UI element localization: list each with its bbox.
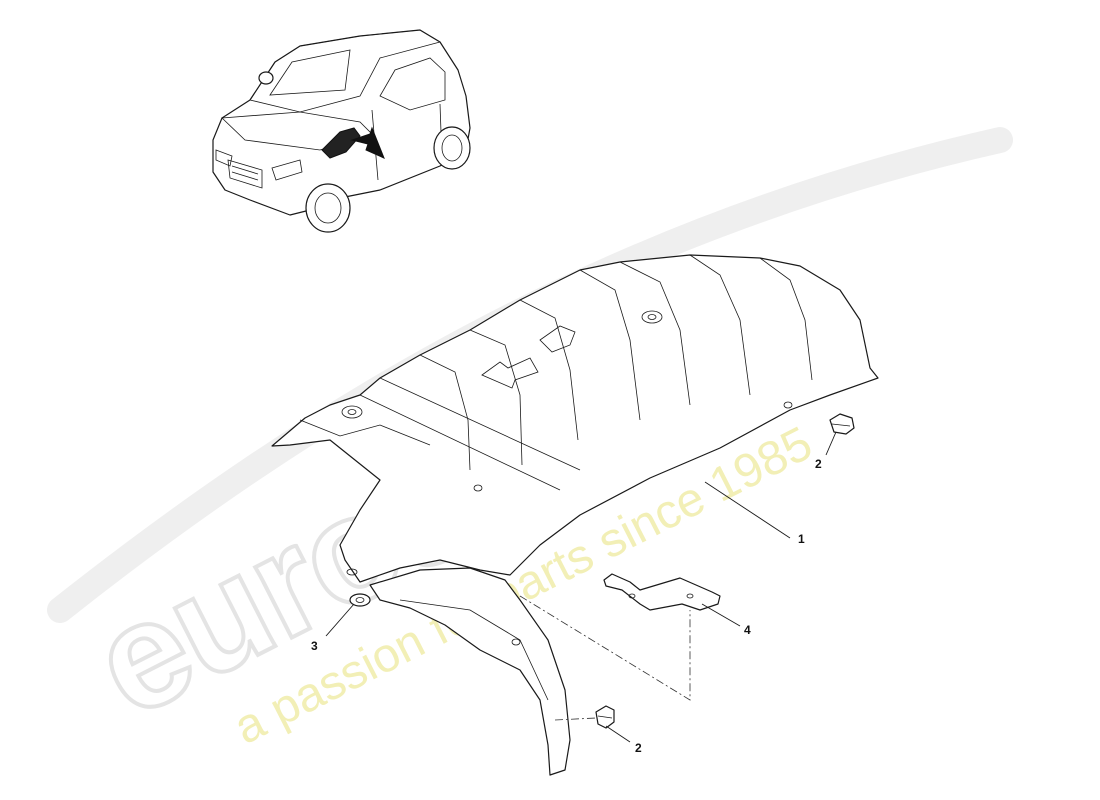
location-arrow-icon: [350, 126, 385, 159]
car-highlighted-part: [321, 127, 361, 159]
heat-shield-extension-outline: [369, 567, 571, 776]
leader-line-2-upper: [825, 431, 837, 456]
fastener-part-2-lower: [595, 705, 615, 729]
car-windshield-glass: [269, 49, 351, 96]
callouts: 1 2 2 3 4: [311, 457, 822, 755]
heat-shield-rib-2: [469, 329, 523, 466]
leader-line-2-lower: [605, 725, 631, 743]
leader-lines: [325, 431, 837, 743]
heat-shield-rib-6: [689, 254, 751, 396]
heat-shield-mount-hole-5: [346, 568, 358, 576]
leader-line-4: [701, 603, 741, 627]
heat-shield-rib-4: [579, 269, 641, 421]
car-rear-wheel-rim: [441, 134, 463, 162]
car-body-outline: [212, 29, 471, 216]
callout-2-lower: 2: [635, 741, 642, 755]
fastener-upper-cap: [829, 413, 855, 435]
heat-shield-mount-hole-3: [783, 401, 793, 409]
fastener-upper-ridge: [831, 423, 851, 427]
bracket-hole-1: [628, 593, 636, 599]
heat-shield-edge-lines: [359, 377, 581, 491]
heat-shield-mount-hole-1-center: [347, 409, 357, 415]
car-front-wheel-rim: [314, 192, 342, 224]
fastener-lower-ridge: [597, 715, 613, 719]
fastener-part-2-upper: [829, 413, 855, 435]
callout-2-upper: 2: [815, 457, 822, 471]
heat-shield-extension-fold: [399, 599, 549, 701]
clip-nut-outline: [349, 593, 371, 607]
heat-shield-left-flange: [299, 419, 431, 446]
clip-nut-center: [355, 597, 365, 603]
leader-line-3: [325, 603, 355, 637]
clip-nut-part-3: [349, 593, 371, 607]
assembly-line-fastener-lower: [554, 717, 597, 721]
car-front-wheel: [305, 183, 351, 233]
car-headlamp-right: [271, 159, 303, 181]
bracket-outline: [603, 573, 721, 611]
heat-shield-rib-7: [759, 257, 813, 381]
heat-shield-mount-hole-2: [641, 310, 663, 324]
callout-3: 3: [311, 639, 318, 653]
heat-shield-mount-hole-2-center: [647, 314, 657, 320]
car-rear-wheel: [433, 126, 471, 170]
heat-shield-mount-hole-4: [473, 484, 483, 492]
callout-4: 4: [744, 623, 751, 637]
heat-shield-mount-hole-1: [341, 405, 363, 419]
heat-shield-arrow-emboss: [481, 357, 539, 389]
heat-shield-rib-1: [419, 354, 471, 471]
car-headlamp-left: [215, 149, 233, 167]
assembly-lines: [519, 595, 691, 721]
heat-shield-tab: [539, 325, 576, 353]
bracket-hole-2: [686, 593, 694, 599]
car-grille-bars: [231, 165, 259, 181]
heat-shield-extension-hole: [511, 638, 521, 646]
bracket-part-4: [603, 573, 721, 611]
callout-1: 1: [798, 532, 805, 546]
leader-line-1: [704, 481, 791, 539]
vehicle-overview-illustration: [212, 29, 471, 233]
car-side-window: [379, 57, 446, 111]
heat-shield-outline: [271, 254, 879, 583]
car-grille: [227, 159, 263, 189]
heat-shield-lower-extension: [369, 567, 571, 776]
heat-shield-rib-3: [519, 299, 579, 441]
heat-shield-main: [271, 254, 879, 583]
heat-shield-rib-5: [619, 261, 691, 406]
car-windshield: [249, 29, 442, 113]
assembly-line-bracket: [519, 595, 691, 701]
car-mirror: [258, 71, 274, 85]
